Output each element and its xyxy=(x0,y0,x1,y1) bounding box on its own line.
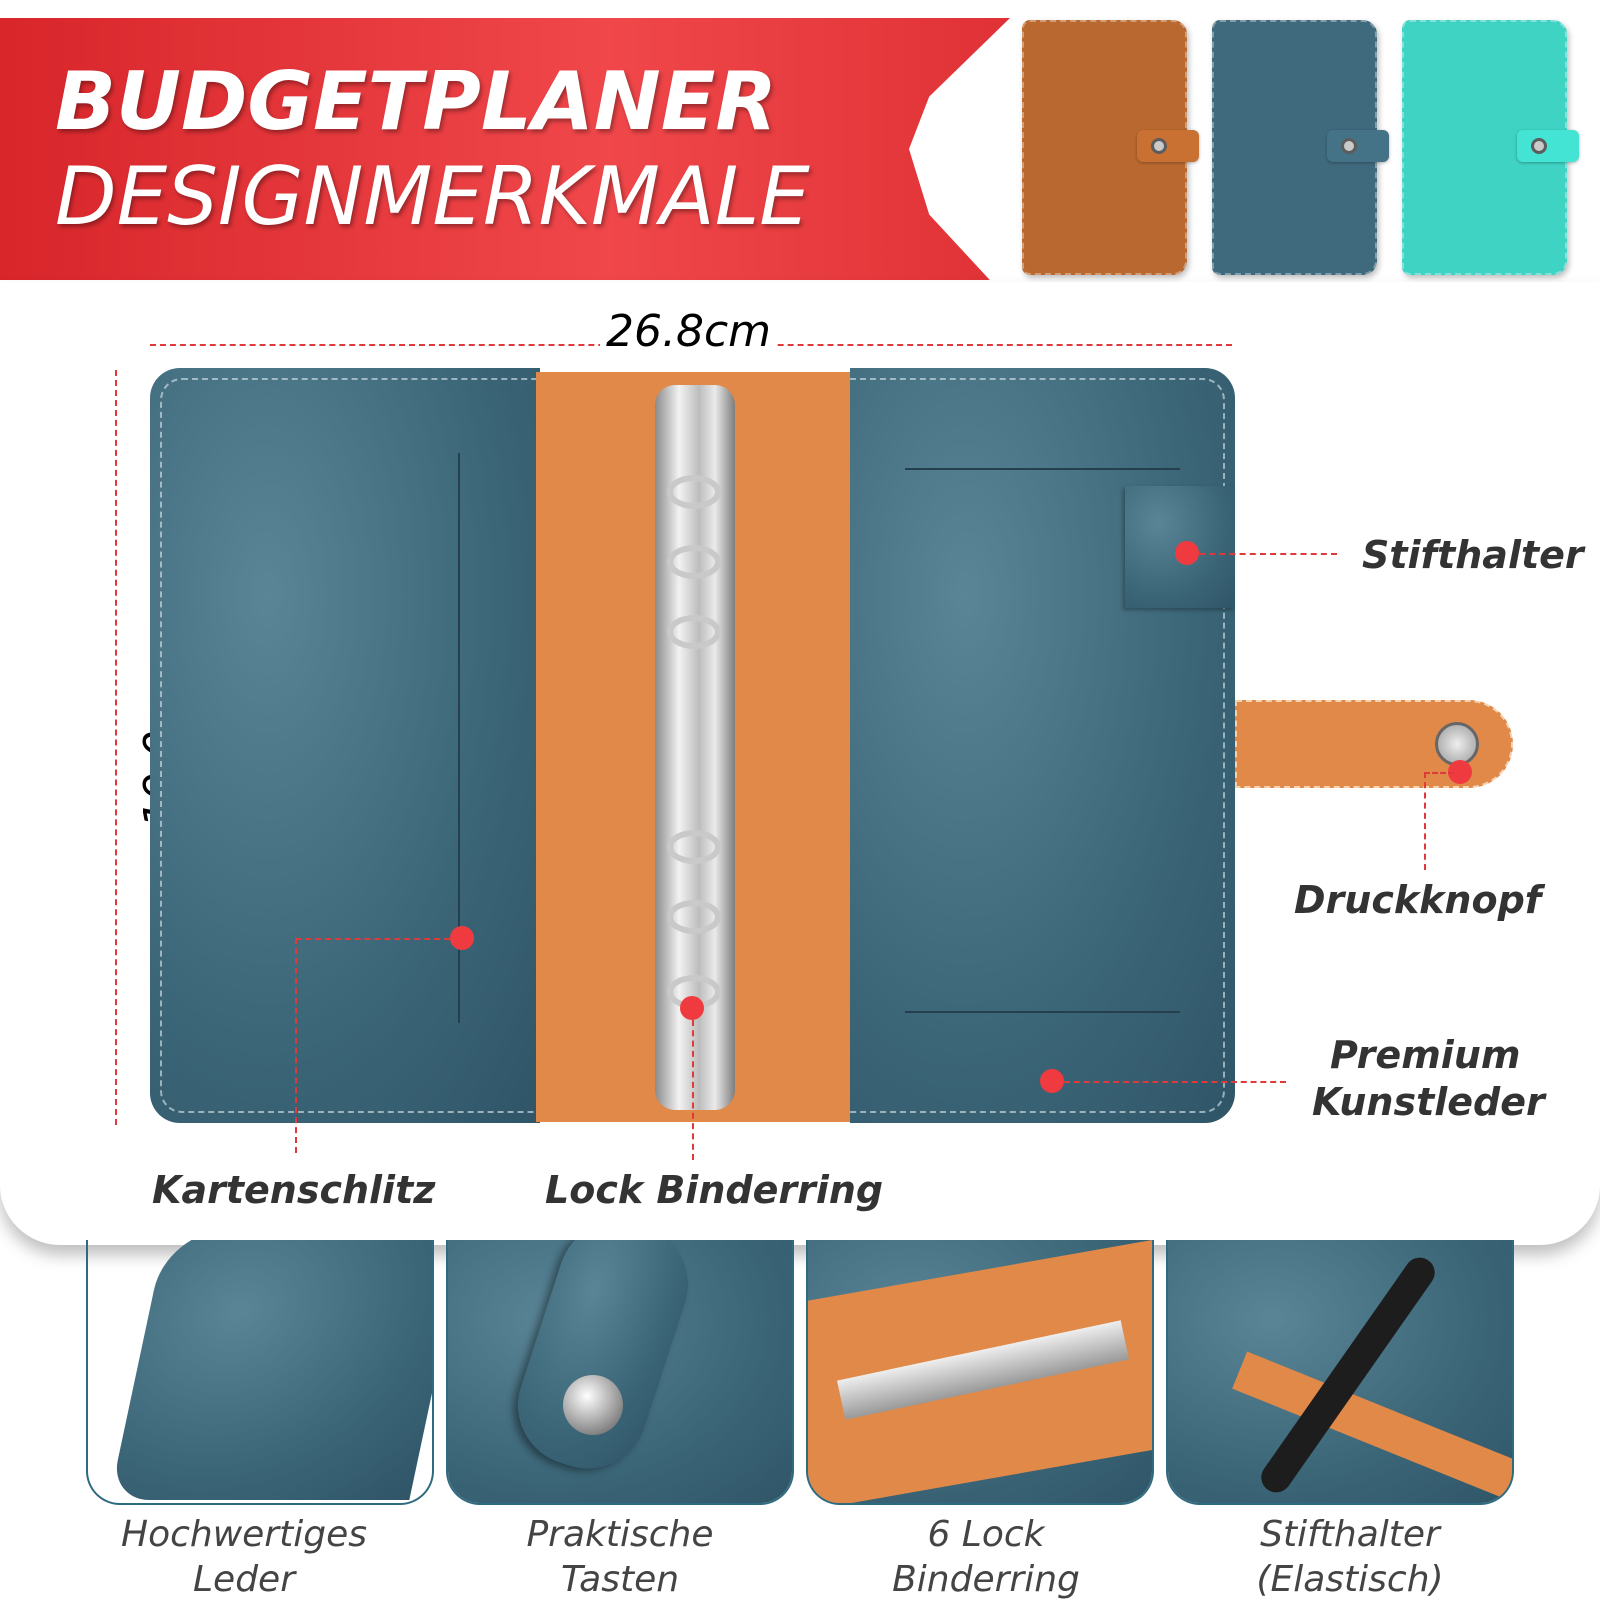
binder-left-cover xyxy=(150,368,540,1123)
title-line-2: DESIGNMERKMALE xyxy=(55,150,810,243)
variant-blue xyxy=(1212,20,1389,275)
feature-tile-leather xyxy=(86,1240,434,1505)
pen-holder-marker xyxy=(1175,541,1199,565)
width-label: 26.8cm xyxy=(600,306,778,357)
leader-line xyxy=(1424,772,1454,774)
variant-brown xyxy=(1022,20,1199,275)
leather-label-line1: Premium xyxy=(1330,1033,1521,1077)
leader-line xyxy=(692,1020,694,1160)
leader-line xyxy=(1199,553,1337,555)
title-line-1: BUDGETPLANER xyxy=(55,55,777,148)
card-slot-label: Kartenschlitz xyxy=(152,1168,436,1212)
feature-caption: Stifthalter(Elastisch) xyxy=(1256,1514,1444,1600)
leader-line xyxy=(1064,1081,1286,1083)
feature-tile-pen xyxy=(1166,1240,1514,1505)
title-banner xyxy=(0,18,1010,280)
leader-line xyxy=(1424,772,1426,870)
leader-line xyxy=(295,938,450,940)
binder-right-cover xyxy=(850,368,1235,1123)
leader-line xyxy=(295,938,297,1153)
snap-button-label: Druckknopf xyxy=(1294,878,1542,922)
leather-marker xyxy=(1040,1069,1064,1093)
ring-label: Lock Binderring xyxy=(545,1168,884,1212)
feature-tile-button xyxy=(446,1240,794,1505)
pen-holder-label: Stifthalter xyxy=(1362,533,1584,577)
pocket xyxy=(905,468,1180,1013)
leather-label-line2: Kunstleder xyxy=(1312,1080,1545,1124)
ring-marker xyxy=(680,996,704,1020)
ring-mechanism xyxy=(655,385,735,1110)
card-slot-marker xyxy=(450,926,474,950)
feature-tile-rings xyxy=(806,1240,1154,1505)
card-slot xyxy=(458,453,460,1023)
variant-turquoise xyxy=(1402,20,1579,275)
height-dimension-line xyxy=(115,370,117,1125)
